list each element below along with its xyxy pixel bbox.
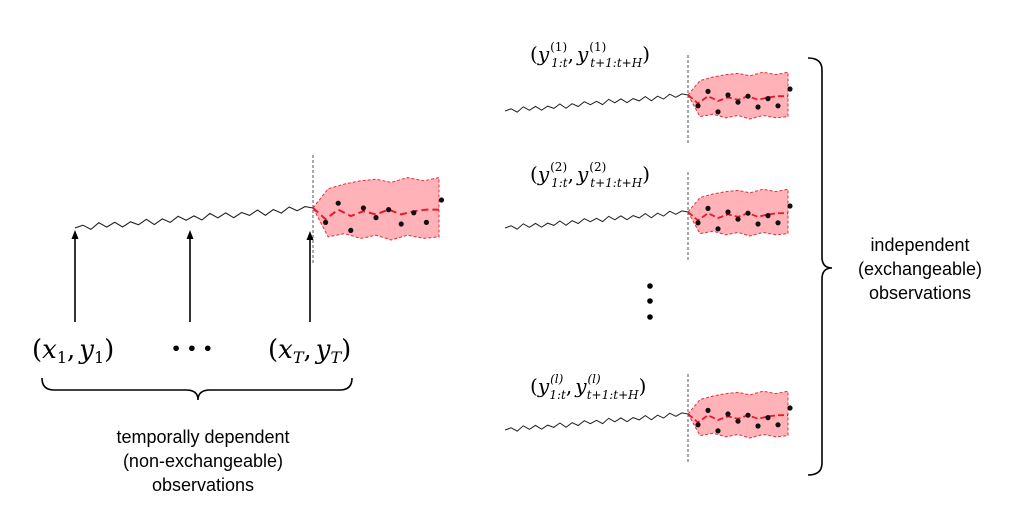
forecast-point [775, 103, 781, 109]
forecast-point [735, 99, 741, 105]
forecast-point [705, 407, 711, 413]
forecast-points [695, 405, 793, 434]
forecast-point [373, 215, 379, 221]
forecast-point [423, 219, 429, 225]
forecast-point [398, 221, 404, 227]
forecast-point [725, 92, 731, 98]
forecast-point [323, 219, 329, 225]
forecast-point [725, 411, 731, 417]
forecast-point [787, 86, 793, 92]
left-caption: temporally dependent (non-exchangeable) … [116, 427, 289, 495]
right-series-rows [504, 55, 793, 462]
row-label-3: (y(l)1:t,y(l)t+1:t+H) [530, 372, 646, 402]
left-forecast-mean [312, 207, 439, 221]
forecast-point [705, 205, 711, 211]
arrow-first-head [71, 230, 79, 239]
right-brace [807, 57, 833, 476]
right-caption: independent (exchangeable) observations [858, 235, 982, 303]
forecast-point [438, 197, 445, 203]
forecast-point [705, 88, 711, 94]
forecast-point [695, 422, 701, 428]
right-series-row-2 [504, 172, 793, 260]
forecast-point [735, 418, 741, 424]
forecast-point [411, 210, 417, 216]
forecast-point [745, 93, 751, 99]
forecast-point [715, 226, 721, 232]
forecast-point [386, 207, 392, 213]
forecast-point [715, 428, 721, 434]
left-caption-line2: (non-exchangeable) [123, 451, 283, 471]
forecast-point [745, 210, 751, 216]
row-label-2: (y(2)1:t,y(2)t+1:t+H) [530, 160, 650, 190]
forecast-point [765, 213, 771, 219]
bottom-brace [41, 377, 353, 401]
forecast-point [775, 422, 781, 428]
arrow-last-head [306, 231, 314, 240]
input-label-last: (xT,yT) [268, 335, 351, 367]
vertical-ellipsis-dot [647, 314, 653, 320]
left-history-line [74, 206, 314, 231]
forecast-point [695, 220, 701, 226]
forecast-point [745, 412, 751, 418]
right-series-row-3 [504, 374, 793, 462]
right-caption-line2: (exchangeable) [858, 259, 982, 279]
forecast-point [695, 103, 701, 109]
forecast-band [687, 188, 789, 237]
left-forecast-band [312, 176, 440, 241]
forecast-points [695, 86, 793, 115]
history-line [504, 412, 689, 432]
left-forecast-points [323, 197, 445, 233]
row-label-1: (y(1)1:t,y(1)t+1:t+H) [530, 40, 650, 70]
forecast-point [335, 200, 341, 206]
vertical-ellipsis-dot [647, 298, 653, 304]
forecast-point [765, 96, 771, 102]
vertical-ellipsis [647, 283, 653, 320]
history-line [504, 93, 689, 113]
forecast-band [687, 71, 789, 120]
arrow-middle-head [186, 230, 194, 239]
forecast-point [360, 205, 366, 211]
forecast-point [787, 405, 793, 411]
right-caption-line3: observations [869, 283, 971, 303]
forecast-band [687, 390, 789, 439]
forecast-point [755, 104, 761, 110]
left-caption-line1: temporally dependent [116, 427, 289, 447]
forecast-point [735, 216, 741, 222]
forecast-point [755, 423, 761, 429]
left-series-group [74, 155, 445, 265]
forecast-point [348, 227, 354, 233]
forecast-point [755, 221, 761, 227]
right-series-row-1 [504, 55, 793, 143]
input-label-ellipsis: • • • [171, 339, 213, 358]
forecast-point [715, 109, 721, 115]
forecast-point [725, 209, 731, 215]
history-line [504, 210, 689, 230]
input-label-first: (x1,y1) [32, 335, 114, 367]
vertical-ellipsis-dot [647, 283, 653, 289]
forecast-point [787, 203, 793, 209]
right-caption-line1: independent [870, 235, 969, 255]
left-caption-line3: observations [152, 475, 254, 495]
input-arrows [71, 230, 314, 322]
forecast-point [765, 415, 771, 421]
forecast-point [775, 220, 781, 226]
forecast-points [695, 203, 793, 232]
